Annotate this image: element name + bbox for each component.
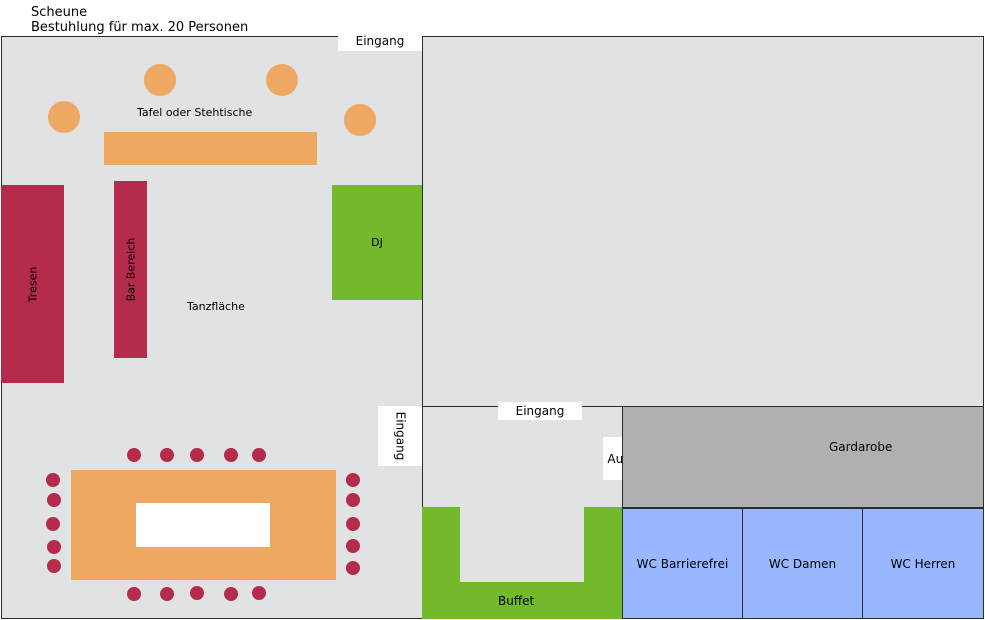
chair: [346, 561, 360, 575]
entrance-lower: Eingang: [498, 402, 582, 420]
buffet-label: Buffet: [498, 594, 535, 608]
standing-table: [144, 64, 176, 96]
entrance-top: Eingang: [338, 31, 422, 51]
buffet-bottom: [459, 582, 585, 619]
venue-title: Scheune: [31, 5, 88, 20]
wc-men: WC Herren: [862, 508, 984, 619]
bar-area: Bar Bereich: [114, 181, 147, 358]
standing-table: [48, 101, 80, 133]
chair: [346, 473, 360, 487]
seating-note: Bestuhlung für max. 20 Personen: [31, 20, 249, 35]
long-table: [104, 132, 317, 165]
chair: [127, 587, 141, 601]
chair: [252, 448, 266, 462]
chair: [47, 540, 61, 554]
chair: [160, 587, 174, 601]
chair: [46, 473, 60, 487]
chair: [224, 448, 238, 462]
wc-accessible-label: WC Barrierefrei: [636, 556, 729, 571]
entrance-top-label: Eingang: [355, 34, 405, 48]
dj-booth: DJ: [332, 185, 422, 300]
chair: [224, 587, 238, 601]
chair: [46, 517, 60, 531]
dj-label: DJ: [371, 236, 383, 249]
entrance-side-label: Eingang: [393, 411, 407, 461]
chair: [127, 448, 141, 462]
counter-label: Tresen: [26, 266, 39, 302]
wc-women: WC Damen: [742, 508, 863, 619]
chair: [190, 586, 204, 600]
dance-floor-label: Tanzfläche: [187, 300, 245, 313]
chair: [346, 493, 360, 507]
chair: [346, 517, 360, 531]
chair: [252, 586, 266, 600]
cloakroom-label: Gardarobe: [829, 440, 893, 454]
chair: [47, 493, 61, 507]
wc-men-label: WC Herren: [890, 556, 956, 571]
chair: [346, 539, 360, 553]
cloakroom: Gardarobe: [622, 406, 984, 508]
standing-table: [344, 104, 376, 136]
entrance-lower-label: Eingang: [515, 404, 565, 418]
upper-right-room: [422, 36, 984, 407]
chair: [190, 448, 204, 462]
table-option-label: Tafel oder Stehtische: [137, 106, 253, 119]
buffet-left: [422, 507, 460, 619]
wc-accessible: WC Barrierefrei: [622, 508, 743, 619]
chair: [160, 448, 174, 462]
banquet-table-gap: [136, 503, 270, 547]
standing-table: [266, 64, 298, 96]
bar-area-label: Bar Bereich: [124, 237, 137, 302]
wc-women-label: WC Damen: [768, 556, 837, 571]
counter: Tresen: [1, 185, 64, 383]
buffet-right: [584, 507, 623, 619]
entrance-side: Eingang: [378, 406, 422, 466]
chair: [47, 559, 61, 573]
